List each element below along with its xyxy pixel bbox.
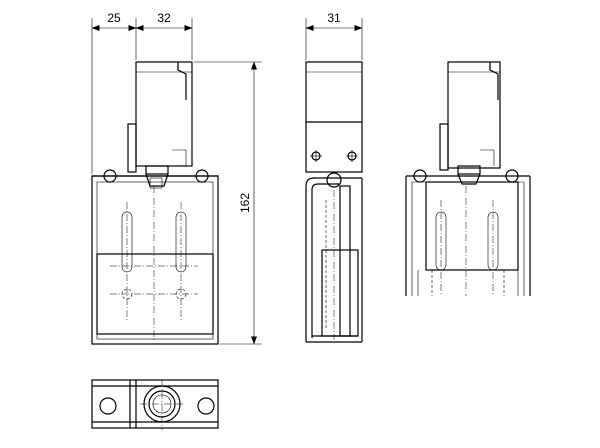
side-view	[305, 61, 363, 343]
side-dimensions: 31	[305, 11, 363, 60]
right-view	[405, 61, 531, 296]
front-housing	[91, 175, 219, 345]
dim-front-right-width: 32	[157, 11, 171, 25]
bottom-hole-right	[197, 397, 215, 415]
bottom-hole-left	[99, 397, 117, 415]
dim-front-left-width: 25	[107, 11, 121, 25]
dim-height: 162	[238, 193, 252, 213]
front-actuator-body	[135, 61, 193, 167]
right-actuator-body	[447, 61, 501, 169]
side-roller	[326, 172, 342, 188]
front-left-arm	[127, 123, 137, 173]
right-housing	[405, 176, 531, 296]
dim-side-width: 31	[327, 11, 341, 25]
bottom-view	[91, 379, 219, 430]
bottom-base-outline	[91, 379, 219, 429]
side-bracket	[305, 177, 362, 342]
front-view	[91, 61, 219, 345]
front-dimensions: 25 32 162	[91, 11, 262, 345]
front-lower-plate	[96, 253, 214, 335]
side-actuator-body	[305, 61, 363, 173]
